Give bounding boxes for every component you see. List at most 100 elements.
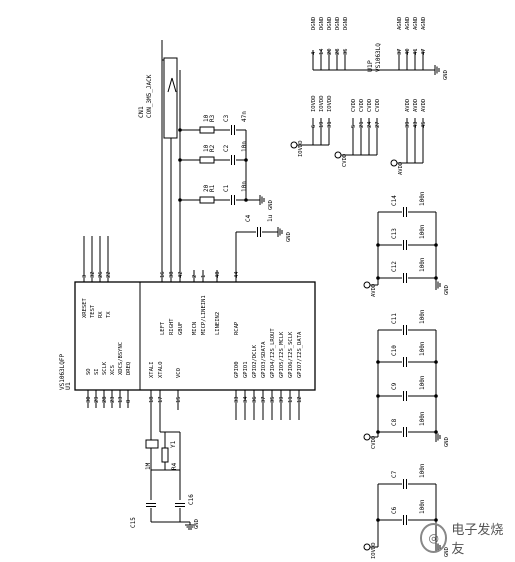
dgnd-pin-number: 14 (319, 48, 325, 55)
junction-dot (178, 128, 182, 132)
junction-dot (434, 276, 438, 280)
u1-pin-name: XCS (110, 365, 116, 375)
u1-pin-name: RIGHT (169, 318, 175, 335)
capacitor-refdes: C14 (391, 195, 398, 206)
u1-pin-number: 42 (178, 271, 184, 278)
u1-pin-number: 2 (192, 275, 198, 278)
capacitor-refdes: C6 (391, 506, 398, 514)
u1-pin-name: XTALO (158, 361, 164, 378)
u1-pin-number: 23 (110, 396, 116, 403)
iovdd-pin-label: IOVDD (311, 95, 317, 112)
resistor-R1 (199, 196, 215, 204)
u1-pin-number: 3 (82, 275, 88, 278)
decoupling-gnd: GND (444, 437, 450, 447)
capacitor-refdes: C13 (391, 228, 398, 239)
u1-pin-name: MICN (192, 322, 198, 335)
junction-dot (376, 276, 380, 280)
decoupling-power-port-label: AVDD (371, 284, 377, 297)
u1-pin-name: GPIO7/I2S_DATA (297, 331, 303, 378)
resistor-refdes: R3 (209, 114, 216, 122)
capacitor-refdes: C1 (223, 184, 230, 192)
capacitor-value: 47n (241, 111, 248, 122)
u1-pin-number: 39 (279, 396, 285, 403)
capacitor-value: 100n (419, 375, 426, 390)
u1-pin-name: GPIO6/I2S_SCLK (288, 331, 294, 378)
capacitor-refdes: C15 (130, 517, 137, 528)
decoupling-power-port (363, 281, 371, 289)
c4-value: 1u (267, 214, 274, 222)
agnd-pin-number: 41 (413, 48, 419, 55)
cvdd-pin-label: CVDD (367, 99, 373, 112)
u1-part: VS1063LQFP (59, 353, 66, 390)
filter-gnd: GND (268, 200, 274, 210)
u1p-refdes: U1P (366, 60, 374, 72)
u1-pin-number: 1 (201, 275, 207, 278)
u1-pin-number: 22 (106, 271, 112, 278)
u1-pin-number: 35 (270, 396, 276, 403)
avdd-pin-number: 45 (421, 121, 427, 128)
decoupling-power-port (363, 543, 371, 551)
u1p-part: VS1063LQ (375, 43, 382, 72)
resistor-refdes: R4 (171, 462, 178, 470)
cn1-contact (171, 77, 177, 93)
u1-pin-number: 18 (149, 396, 155, 403)
c4-gnd: GND (286, 232, 292, 242)
iovdd-pin-number: 19 (319, 121, 325, 128)
u1-pin-name: TX (106, 311, 112, 318)
iovdd-port (290, 141, 298, 149)
resistor-R3 (199, 126, 215, 134)
cn1-contact (167, 77, 173, 93)
capacitor-refdes: C9 (391, 382, 398, 390)
agnd-pin-label: AGND (397, 17, 403, 30)
u1-pin-number: 8 (126, 400, 132, 403)
capacitor-refdes: C2 (223, 144, 230, 152)
u1-pin-name: SO (86, 368, 92, 375)
junction-dot (178, 198, 182, 202)
u1-pin-number: 48 (215, 271, 221, 278)
u1-pin-name: GPIO0 (234, 361, 240, 378)
junction-dot (244, 158, 248, 162)
dgnd-pin-label: DGND (327, 17, 333, 30)
watermark-logo-icon: ◎ (420, 523, 448, 553)
u1-pin-number: 28 (102, 396, 108, 403)
cn1-body (163, 57, 178, 139)
u1-pin-name: LEFT (160, 321, 166, 335)
u1-pin-name: GPIO3/SDATA (261, 341, 267, 378)
junction-dot (178, 158, 182, 162)
u1-pin-number: 13 (118, 396, 124, 403)
capacitor-refdes: C12 (391, 261, 398, 272)
u1-pin-number: 15 (176, 396, 182, 403)
u1-refdes: U1 (64, 382, 72, 390)
u1-pin-name: SI (94, 368, 100, 375)
u1-pin-number: 11 (288, 396, 294, 403)
resistor-value: 10 (203, 114, 210, 122)
decoupling-power-port (363, 433, 371, 441)
capacitor-value: 100n (419, 224, 426, 239)
cvdd-port (334, 151, 342, 159)
agnd-pin-number: 40 (405, 48, 411, 55)
capacitor-value: 100n (419, 191, 426, 206)
resistor-value: 1M (145, 462, 152, 470)
u1-pin-number: 30 (86, 396, 92, 403)
decoupling-gnd: GND (444, 285, 450, 295)
u1-pin-name: TEST (90, 304, 96, 318)
cn1-part: CON_3M5_JACK (146, 74, 153, 118)
u1-pin-name: XRESET (82, 297, 88, 318)
watermark-text: 电子发烧友 (451, 523, 504, 557)
avdd-port-label: AVDD (398, 162, 404, 175)
crystal-Y1 (145, 439, 159, 449)
u1p-gnd: GND (443, 70, 449, 80)
avdd-pin-label: AVDD (405, 99, 411, 112)
u1-pin-number: 38 (169, 271, 175, 278)
capacitor-value: 100n (419, 463, 426, 478)
watermark: ◎ 电子发烧友 (420, 518, 510, 558)
resistor-R2 (199, 156, 215, 164)
resistor-value: 20 (203, 184, 210, 192)
dgnd-pin-number: 4 (311, 51, 317, 55)
u1-pin-name: RX (98, 311, 104, 318)
avdd-pin-label: AVDD (421, 99, 427, 112)
u1-pin-number: 26 (98, 271, 104, 278)
u1-pin-number: 29 (94, 396, 100, 403)
cn1-refdes: CN1 (137, 106, 145, 118)
